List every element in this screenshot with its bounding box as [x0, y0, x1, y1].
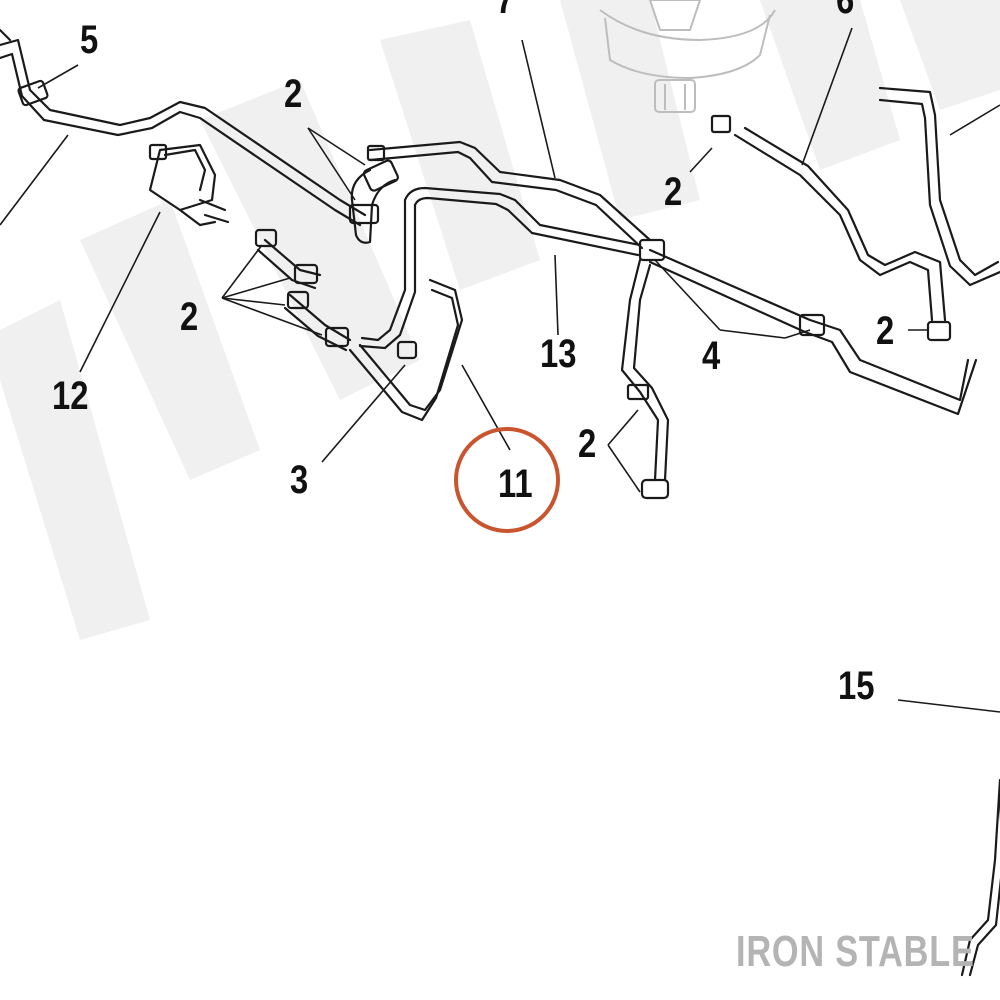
- callout-2-right-top: 2: [664, 170, 683, 214]
- leader-lines: [0, 27, 1000, 713]
- callout-3: 3: [290, 458, 309, 502]
- callout-2-clamp-top: 2: [284, 72, 303, 116]
- callout-4: 4: [702, 334, 721, 378]
- diagonal-watermark: [0, 0, 1000, 640]
- hose-line-art: [0, 28, 1000, 977]
- callout-7: 7: [496, 0, 515, 22]
- callout-12: 12: [52, 374, 89, 418]
- highlight-ring: [454, 427, 560, 533]
- fuel-pump-assembly: [599, 0, 776, 113]
- callout-15: 15: [838, 664, 875, 708]
- callout-5: 5: [80, 18, 99, 62]
- callout-2-bottom: 2: [578, 422, 597, 466]
- callout-2-left-group: 2: [180, 295, 199, 339]
- callout-6: 6: [836, 0, 855, 22]
- watermark-text: IRON STABLE: [736, 927, 975, 976]
- callout-13: 13: [540, 332, 577, 376]
- callout-2-right-mid: 2: [876, 309, 895, 353]
- callout-11: 11: [498, 462, 533, 506]
